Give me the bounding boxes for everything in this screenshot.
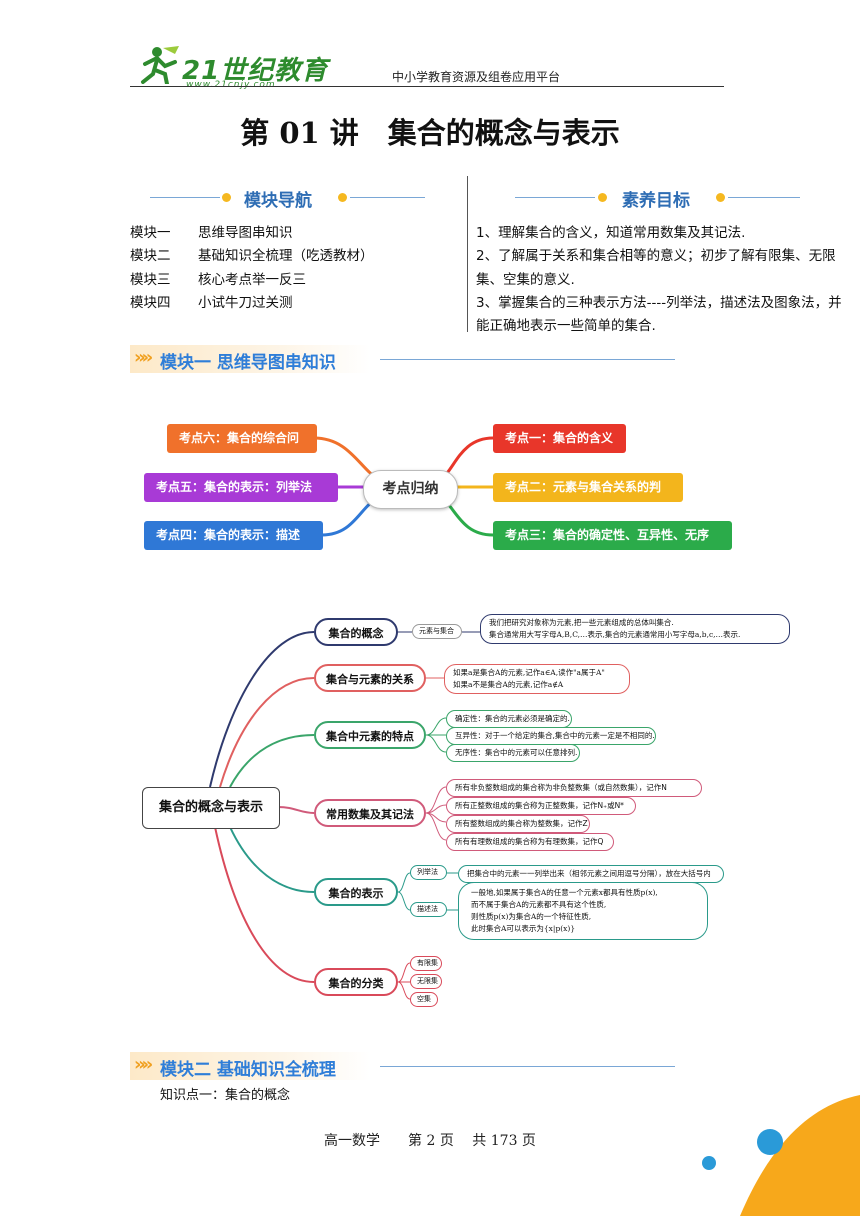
nav-item: 模块四小试牛刀过关测 [130,294,293,311]
mm2-branch-relation: 集合与元素的关系 [314,664,426,692]
mm2-tag-describe: 描述法 [410,902,447,917]
nav-heading: 模块导航 [244,191,312,211]
mm1-center: 考点归纳 [363,470,458,509]
mm1-node-6: 考点六：集合的综合问题 [167,424,317,474]
mm1-node-5: 考点五：集合的表示：列举法 [144,473,338,502]
nav-item: 模块三核心考点举一反三 [130,271,306,288]
mm2-tag-enum: 列举法 [410,865,447,880]
section1-banner [130,345,370,373]
double-chevron-icon: »» [134,1054,153,1075]
mm2-branch-numsets: 常用数集及其记法 [314,799,426,827]
mm2-leaf-distinctness: 互异性：对于一个给定的集合,集合中的元素一定是不相同的. [446,727,656,745]
mm2-branch-classification: 集合的分类 [314,968,398,996]
mm2-leaf-rational: 所有有理数组成的集合称为有理数集，记作Q [446,833,614,851]
goals-list: 1、理解集合的含义，知道常用数集及其记法. 2、了解属于关系和集合相等的意义；初… [476,222,846,338]
section1-title: 模块一 思维导图串知识 [160,353,336,373]
mm1-node-2: 考点二：元素与集合关系的判断 [493,473,683,523]
section2-banner [130,1052,370,1080]
nav-dot-left [222,193,231,202]
mm2-tag-finite: 有限集 [410,956,442,971]
mm2-leaf-positive: 所有正整数组成的集合称为正整数集，记作N₊或N* [446,797,636,815]
nav-line-right [350,197,425,198]
nav-list: 模块一思维导图串知识 模块二基础知识全梳理（吃透教材） 模块三核心考点举一反三 … [130,222,374,315]
mm2-leaf-definiteness: 确定性：集合的元素必须是确定的. [446,710,572,728]
section2-rule [380,1066,675,1067]
mm2-leaf-integer: 所有整数组成的集合称为整数集，记作Z [446,815,590,833]
mm2-root: 集合的概念与表示 [142,787,280,829]
nav-line-left [150,197,220,198]
page-footer: 高一数学 第 2 页 共 173 页 [324,1133,536,1149]
nav-dot-right [338,193,347,202]
header-rule [130,86,724,87]
logo-url: www.21cnjy.com [186,80,276,90]
mm2-leaf-describe: 一般地,如果属于集合A的任意一个元素x都具有性质p(x), 而不属于集合A的元素… [458,882,708,940]
page-title: 第 01 讲 集合的概念与表示 [240,116,620,150]
mm1-node-1: 考点一：集合的含义 [493,424,626,453]
goal-item: 2、了解属于关系和集合相等的意义；初步了解有限集、无限集、空集的意义. [476,248,836,288]
header-platform: 中小学教育资源及组卷应用平台 [392,70,561,84]
nav-item: 模块一思维导图串知识 [130,225,293,241]
mm2-tag-infinite: 无限集 [410,974,442,989]
mm2-leaf-concept: 我们把研究对象称为元素,把一些元素组成的总体叫集合. 集合通常用大写字母A,B,… [480,614,790,644]
goals-dot-left [598,193,607,202]
mm2-branch-representation: 集合的表示 [314,878,398,906]
corner-decoration-icon [702,1095,860,1216]
mm2-tag-empty: 空集 [410,992,438,1007]
mm2-leaf-relation: 如果a是集合A的元素,记作a∈A,读作"a属于A" 如果a不是集合A的元素,记作… [444,664,630,694]
mm2-leaf-natural: 所有非负整数组成的集合称为非负整数集（或自然数集），记作N [446,779,702,797]
goal-item: 1、理解集合的含义，知道常用数集及其记法. [476,225,746,241]
goals-line-right [728,197,800,198]
goals-dot-right [716,193,725,202]
mm2-leaf-enum: 把集合中的元素一一列举出来（相邻元素之间用逗号分隔），放在大括号内 [458,865,724,883]
knowledge-point-heading: 知识点一：集合的概念 [160,1088,291,1103]
mm2-branch-concept: 集合的概念 [314,618,398,646]
section1-rule [380,359,675,360]
mm1-node-4: 考点四：集合的表示：描述法 [144,521,323,571]
mm2-tag-concept: 元素与集合 [412,624,462,639]
logo-text: 21世纪教育 [182,56,329,86]
column-divider [467,176,468,332]
runner-logo-icon [141,46,179,84]
mm2-branch-features: 集合中元素的特点 [314,721,426,749]
mm1-node-3: 考点三：集合的确定性、互异性、无序性 [493,521,732,571]
nav-item: 模块二基础知识全梳理（吃透教材） [130,248,374,265]
section2-title: 模块二 基础知识全梳理 [160,1060,336,1080]
mm2-leaf-unordered: 无序性：集合中的元素可以任意排列. [446,744,580,762]
goals-line-left [515,197,595,198]
double-chevron-icon: »» [134,347,153,368]
goal-item: 3、掌握集合的三种表示方法----列举法，描述法及图象法，并能正确地表示一些简单… [476,294,842,335]
goals-heading: 素养目标 [622,191,690,211]
